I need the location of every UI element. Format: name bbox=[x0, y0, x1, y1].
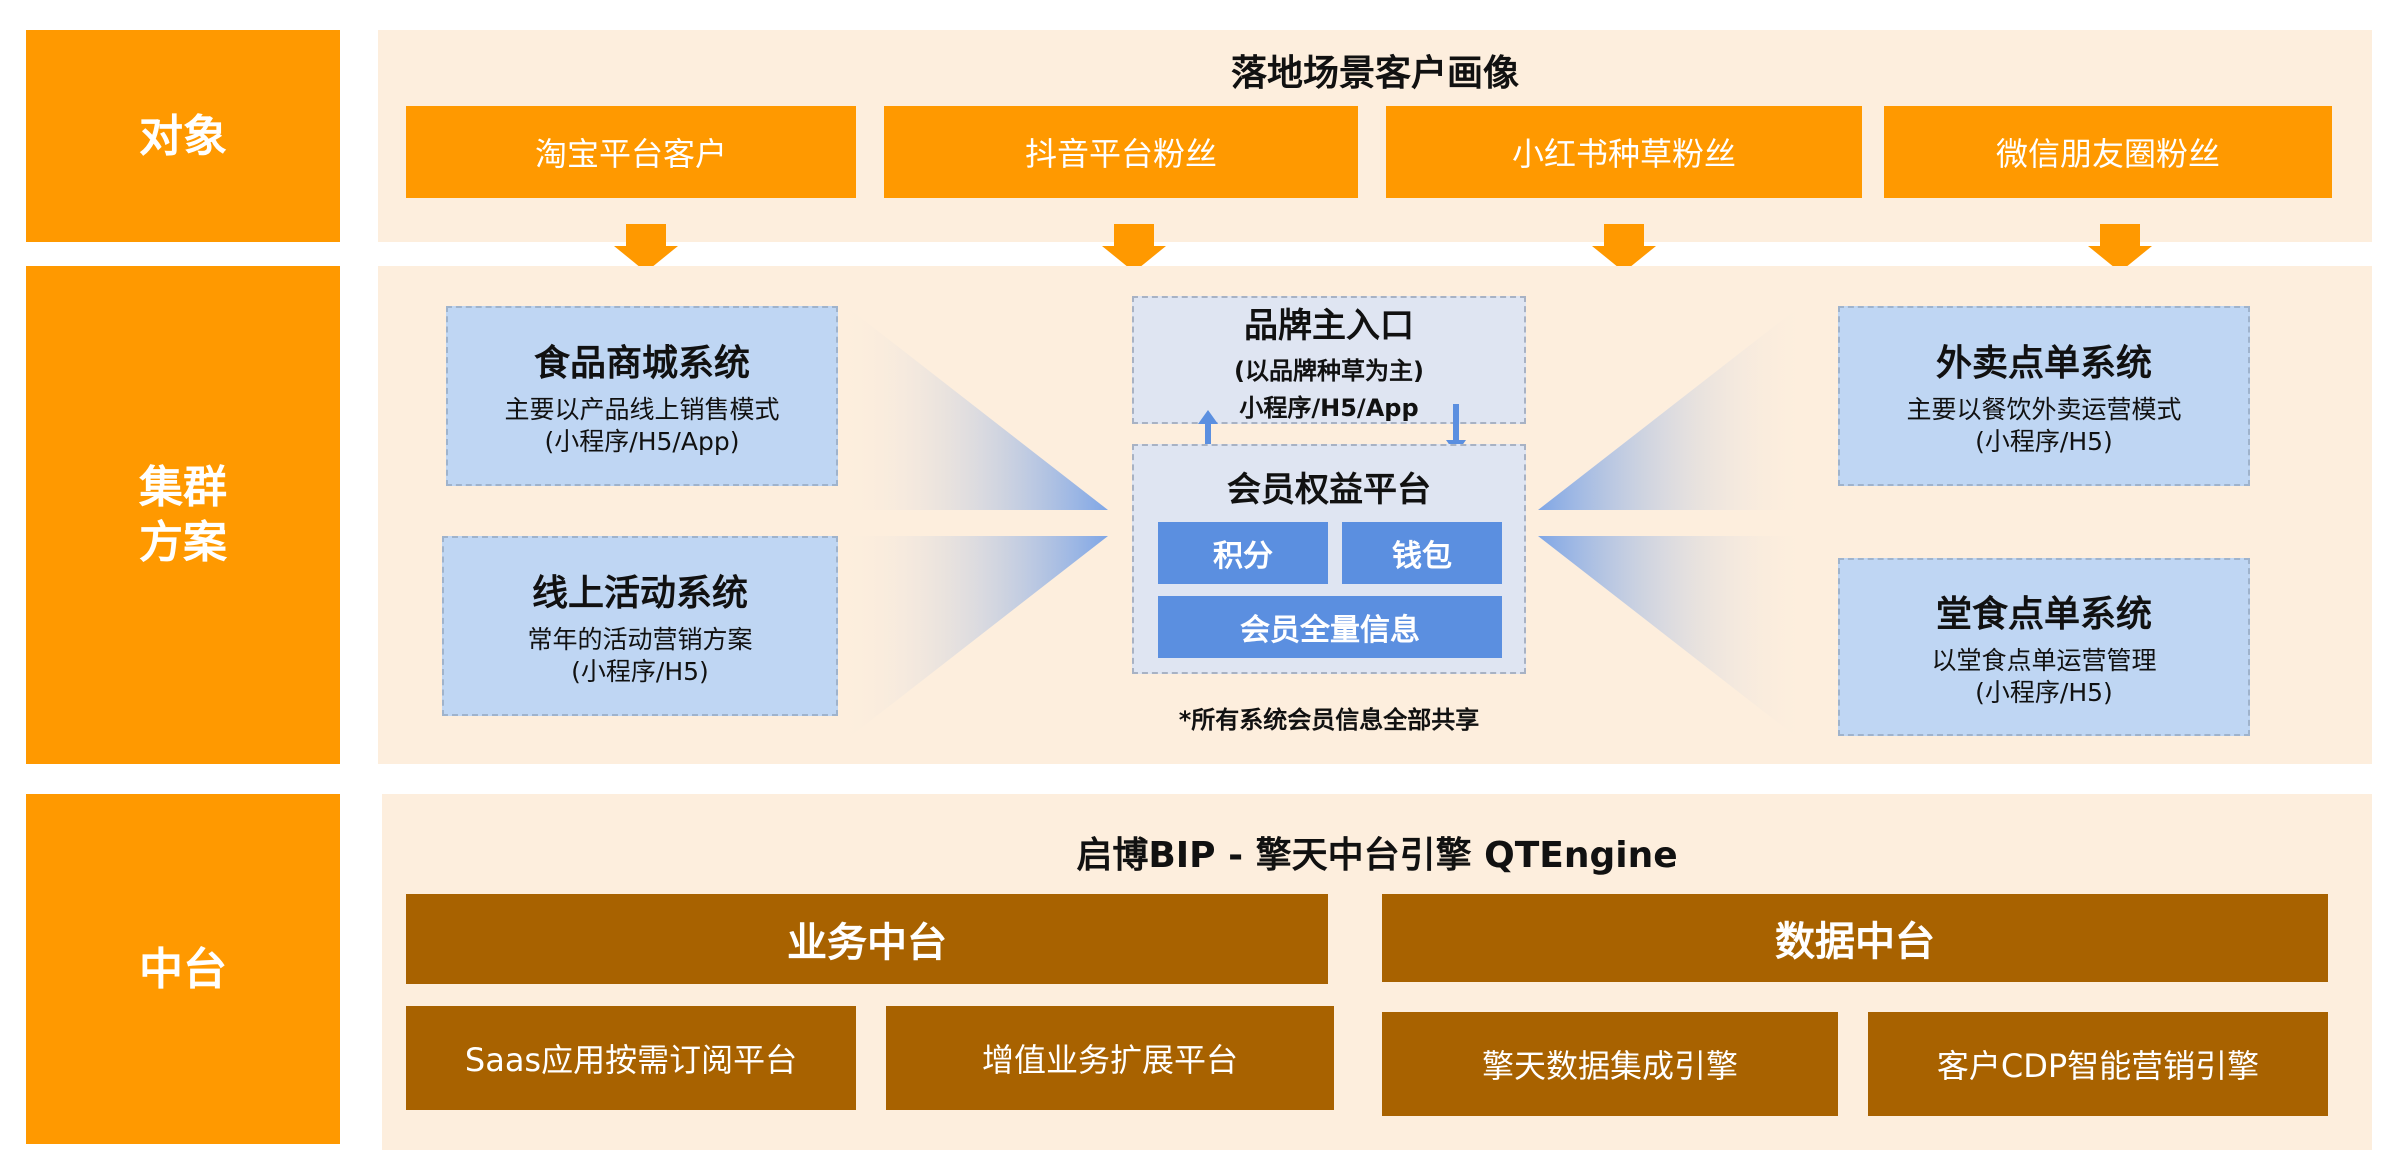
online-activity-desc: 常年的活动营销方案 bbox=[527, 624, 753, 654]
food-mall-desc: 主要以产品线上销售模式 bbox=[504, 394, 780, 424]
row-label-middle-text: 中台 bbox=[139, 943, 227, 995]
food-mall-channels: (小程序/H5/App) bbox=[544, 427, 740, 456]
brand-entry-box: 品牌主入口 (以品牌种草为主) 小程序/H5/App bbox=[1132, 296, 1526, 424]
online-activity-channels: (小程序/H5) bbox=[571, 657, 709, 686]
food-mall-title: 食品商城系统 bbox=[533, 342, 750, 384]
funnel-right-bottom bbox=[1538, 536, 1808, 746]
customer-box-taobao: 淘宝平台客户 bbox=[406, 106, 856, 198]
row-label-middle: 中台 bbox=[26, 794, 340, 1144]
brand-entry-title: 品牌主入口 bbox=[1244, 305, 1414, 346]
row-label-cluster-line2: 方案 bbox=[139, 517, 227, 568]
row-label-cluster-line1: 集群 bbox=[139, 462, 227, 513]
customer-box-wechat: 微信朋友圈粉丝 bbox=[1884, 106, 2332, 198]
down-arrow-small-icon bbox=[1446, 404, 1466, 454]
data-integration-engine: 擎天数据集成引擎 bbox=[1382, 1012, 1838, 1116]
cdp-marketing-engine: 客户CDP智能营销引擎 bbox=[1868, 1012, 2328, 1116]
middle-platform-title: 启博BIP - 擎天中台引擎 QTEngine bbox=[1076, 835, 1678, 876]
wallet-block: 钱包 bbox=[1342, 522, 1502, 584]
customer-box-xiaohongshu: 小红书种草粉丝 bbox=[1386, 106, 1862, 198]
online-activity-title: 线上活动系统 bbox=[531, 572, 748, 614]
member-full-info-block: 会员全量信息 bbox=[1158, 596, 1502, 658]
takeout-title: 外卖点单系统 bbox=[1935, 342, 2152, 384]
dinein-order-system: 堂食点单系统 以堂食点单运营管理 (小程序/H5) bbox=[1838, 558, 2250, 736]
dinein-title: 堂食点单系统 bbox=[1935, 593, 2152, 635]
row-label-object-text: 对象 bbox=[139, 110, 227, 162]
takeout-order-system: 外卖点单系统 主要以餐饮外卖运营模式 (小程序/H5) bbox=[1838, 306, 2250, 486]
shared-member-note: *所有系统会员信息全部共享 bbox=[1178, 706, 1480, 734]
dinein-desc: 以堂食点单运营管理 bbox=[1931, 645, 2157, 675]
data-middle-platform: 数据中台 bbox=[1382, 894, 2328, 982]
brand-entry-sub1: (以品牌种草为主) bbox=[1234, 356, 1424, 385]
member-platform-title: 会员权益平台 bbox=[1227, 470, 1431, 510]
customer-profile-title: 落地场景客户画像 bbox=[1230, 53, 1519, 94]
business-middle-platform: 业务中台 bbox=[406, 894, 1328, 984]
takeout-channels: (小程序/H5) bbox=[1975, 427, 2113, 456]
row-label-object: 对象 bbox=[26, 30, 340, 242]
funnel-left-top bbox=[838, 300, 1108, 510]
funnel-graphics bbox=[838, 300, 1808, 746]
customer-box-douyin: 抖音平台粉丝 bbox=[884, 106, 1358, 198]
funnel-right-top bbox=[1538, 300, 1808, 510]
dinein-channels: (小程序/H5) bbox=[1975, 678, 2113, 707]
online-activity-system: 线上活动系统 常年的活动营销方案 (小程序/H5) bbox=[442, 536, 838, 716]
row-label-cluster: 集群 方案 bbox=[26, 266, 340, 764]
up-arrow-icon bbox=[1198, 410, 1218, 460]
points-block: 积分 bbox=[1158, 522, 1328, 584]
food-mall-system: 食品商城系统 主要以产品线上销售模式 (小程序/H5/App) bbox=[446, 306, 838, 486]
saas-subscription-platform: Saas应用按需订阅平台 bbox=[406, 1006, 856, 1110]
brand-entry-sub2: 小程序/H5/App bbox=[1239, 393, 1419, 422]
funnel-left-bottom bbox=[838, 536, 1108, 746]
takeout-desc: 主要以餐饮外卖运营模式 bbox=[1906, 394, 2182, 424]
value-added-extension-platform: 增值业务扩展平台 bbox=[886, 1006, 1334, 1110]
